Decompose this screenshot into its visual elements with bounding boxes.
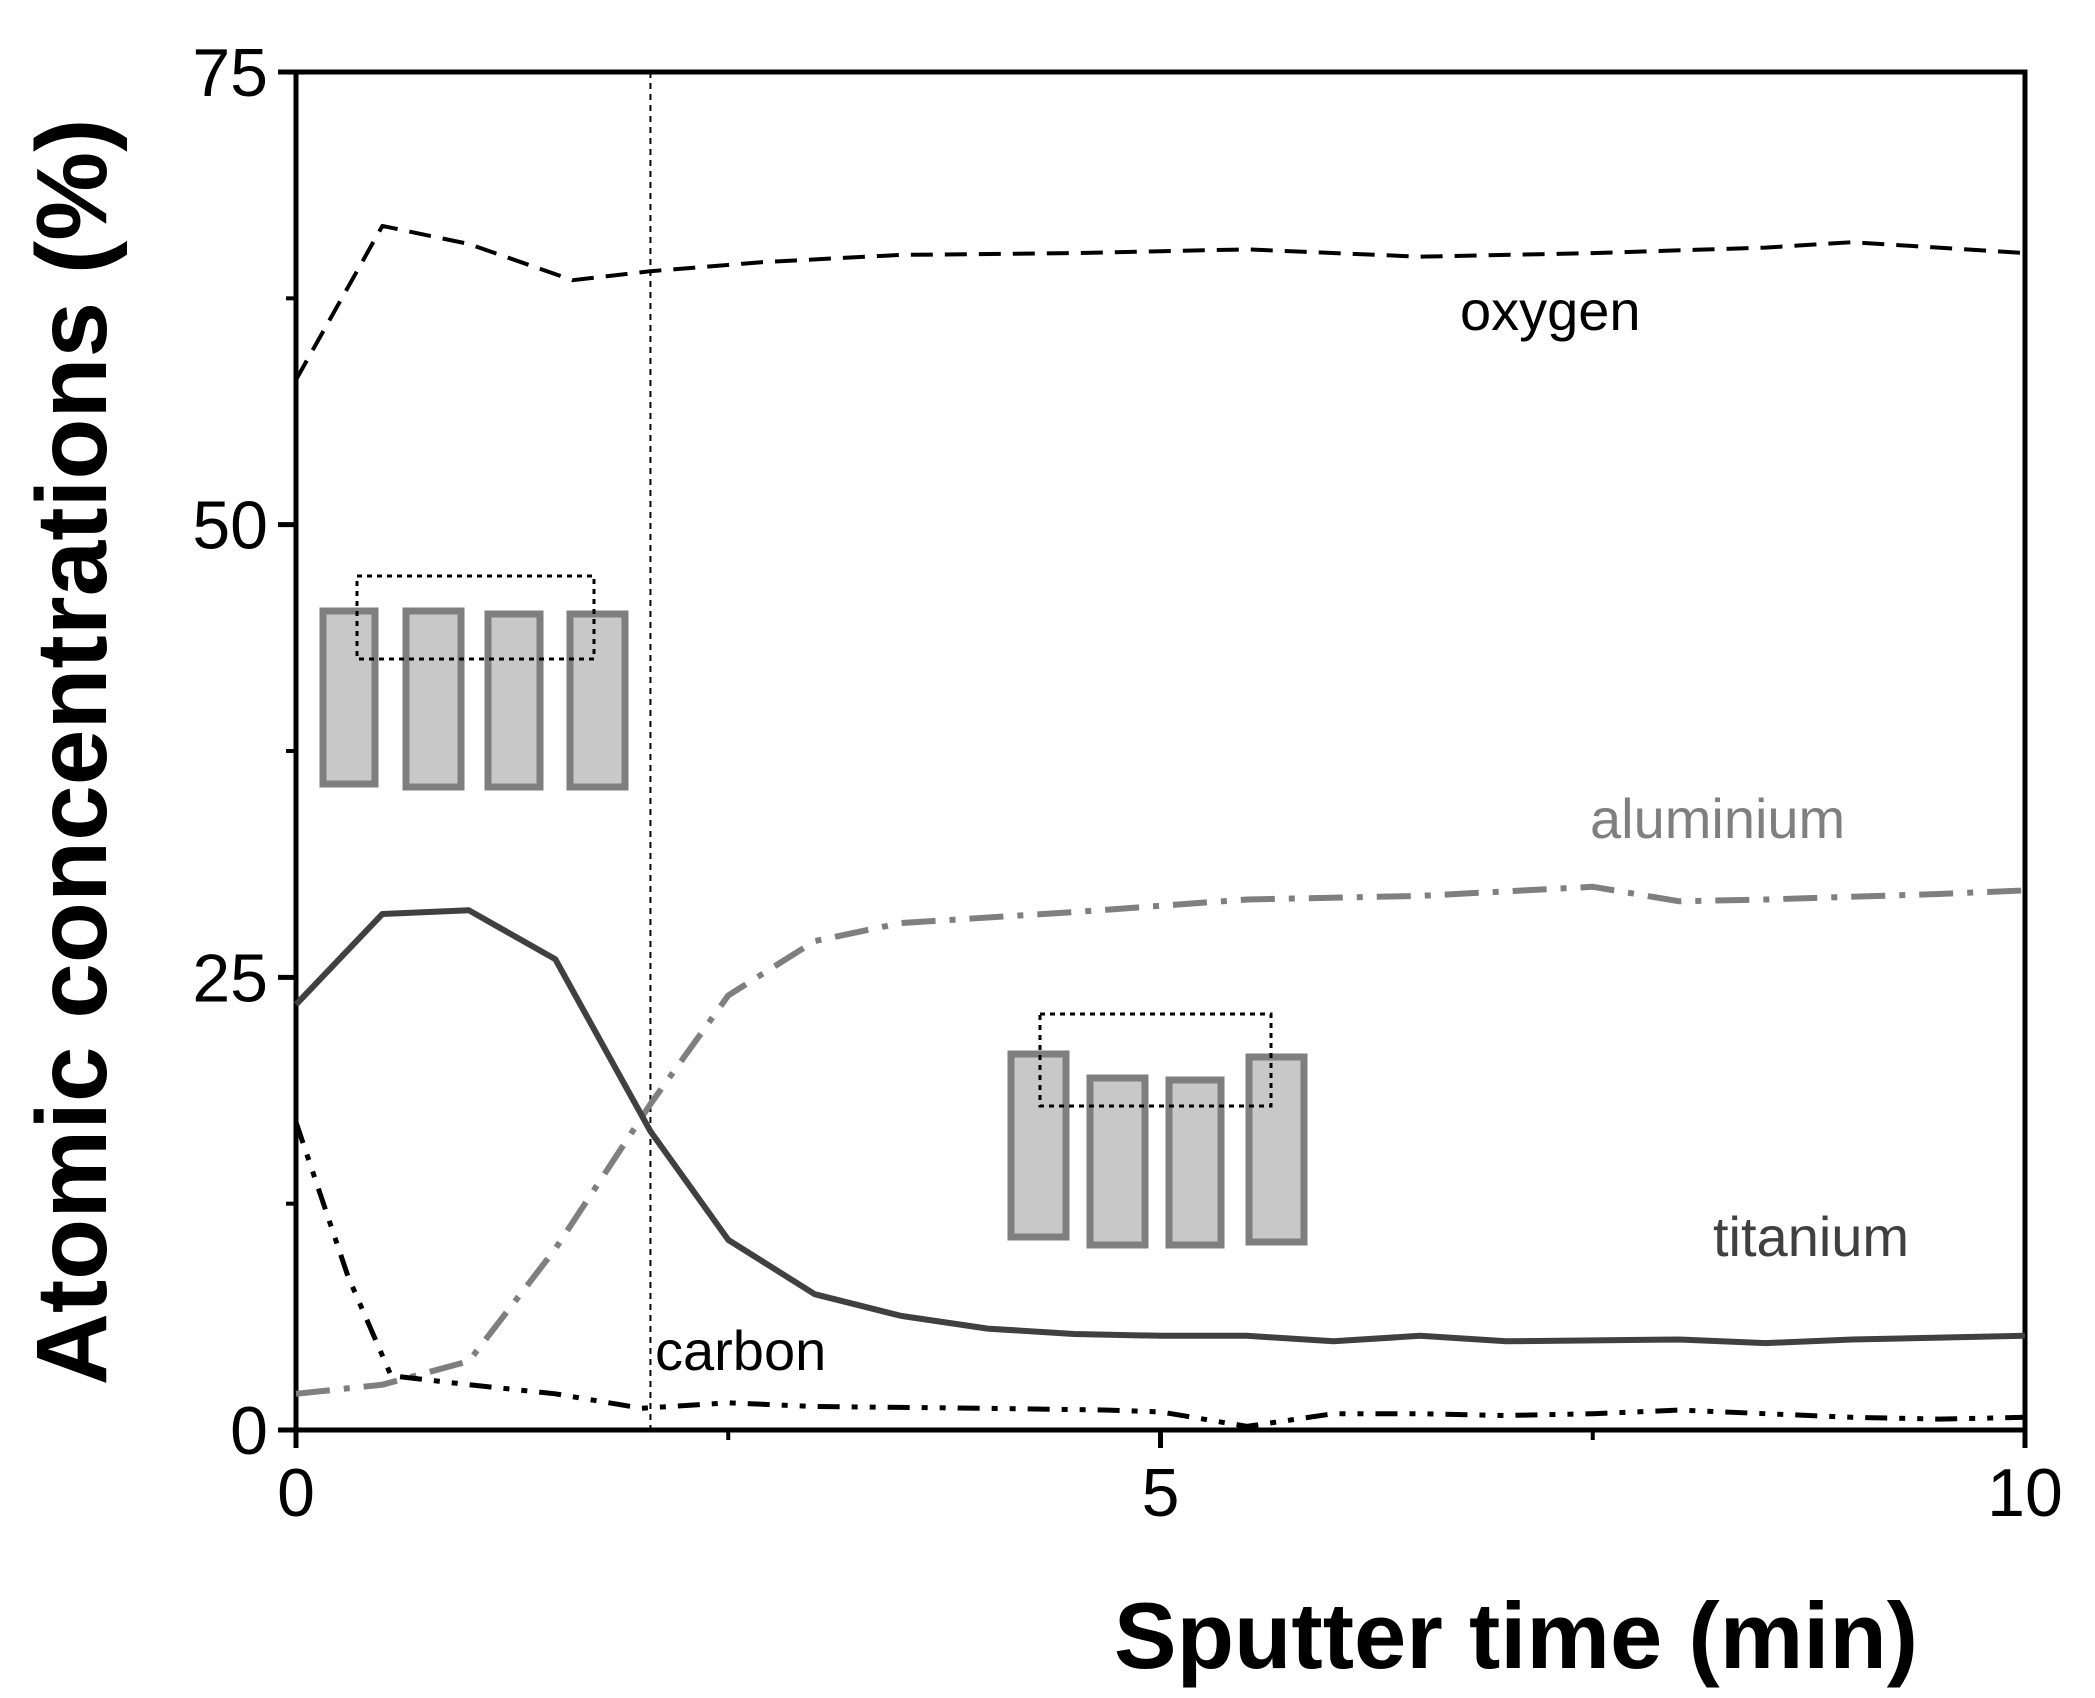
series-label-oxygen: oxygen bbox=[1460, 279, 1641, 342]
series-label-titanium: titanium bbox=[1713, 1205, 1909, 1268]
chart-axes: 0 25 50 75 0 5 10 bbox=[192, 35, 2062, 1531]
y-axis-title: Atomic concentrations (%) bbox=[16, 119, 128, 1386]
series-label-carbon: carbon bbox=[655, 1319, 826, 1382]
inset-pillars-before bbox=[319, 574, 629, 791]
series-line-oxygen bbox=[294, 223, 2026, 381]
y-tick-label: 50 bbox=[192, 488, 268, 564]
series-label-aluminium: aluminium bbox=[1590, 787, 1845, 850]
y-tick-label: 75 bbox=[192, 35, 268, 111]
x-tick-label: 10 bbox=[1987, 1455, 2063, 1531]
inset-pillars-after bbox=[1007, 1012, 1308, 1249]
series-line-carbon bbox=[293, 1121, 2026, 1429]
y-tick-label: 25 bbox=[192, 940, 268, 1016]
chart-marks: oxygen aluminium titanium carbon bbox=[293, 72, 2026, 1430]
series-line-titanium bbox=[293, 907, 2026, 1347]
x-axis-title: Sputter time (min) bbox=[1114, 1583, 1918, 1688]
y-tick-label: 0 bbox=[230, 1393, 268, 1469]
x-tick-label: 0 bbox=[277, 1455, 315, 1531]
x-tick-label: 5 bbox=[1142, 1455, 1180, 1531]
series-line-aluminium bbox=[295, 883, 2026, 1397]
